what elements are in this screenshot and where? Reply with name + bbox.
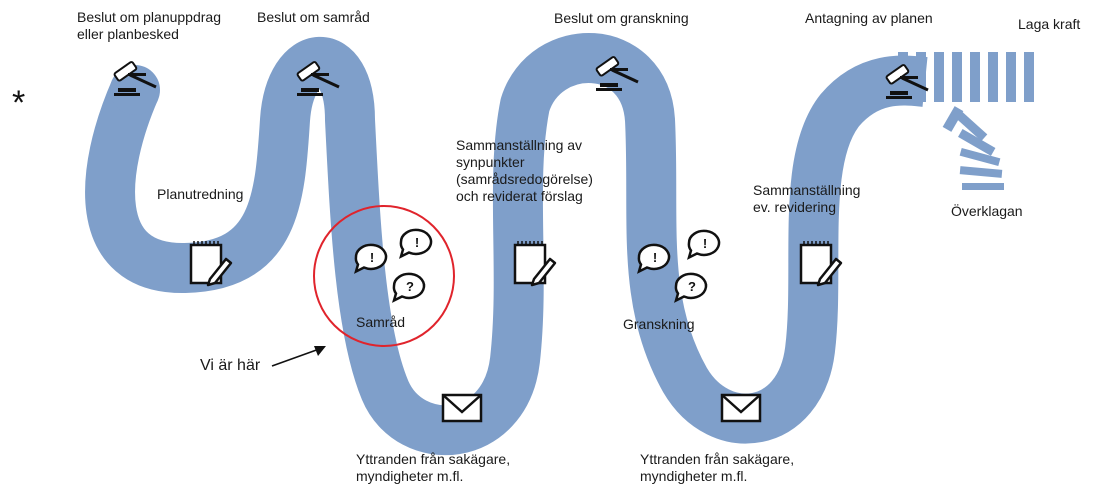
label-sammanstallning-2: Sammanställning ev. revidering — [753, 182, 861, 215]
label-laga-kraft: Laga kraft — [1018, 16, 1081, 32]
label-overklagan: Överklagan — [951, 203, 1023, 219]
label-planuppdrag: Beslut om planuppdrag eller planbesked — [77, 9, 221, 42]
bubble-mark: ! — [703, 236, 707, 251]
label-sammanstallning-1: Sammanställning av synpunkter (samrådsre… — [456, 137, 593, 204]
current-stage-circle — [313, 205, 455, 347]
arrow-icon — [271, 346, 326, 367]
bubble-mark: ! — [370, 250, 374, 265]
label-granskning: Granskning — [623, 316, 695, 332]
label-planutredning: Planutredning — [157, 186, 244, 202]
label-yttranden-2: Yttranden från sakägare, myndigheter m.f… — [640, 451, 795, 484]
label-vi-ar-har: Vi är här — [200, 357, 261, 374]
label-samrad: Samråd — [356, 314, 406, 330]
laga-kraft-stripes — [898, 52, 1034, 102]
label-yttranden-1: Yttranden från sakägare, myndigheter m.f… — [356, 451, 511, 484]
label-samrad-decision: Beslut om samråd — [257, 9, 370, 25]
notepad-icon-sammanstallning-1 — [513, 239, 557, 287]
asterisk-mark: * — [12, 84, 26, 122]
label-granskning-decision: Beslut om granskning — [554, 10, 689, 26]
envelope-icon-1 — [441, 393, 483, 423]
bubble-mark: ! — [415, 235, 419, 250]
envelope-icon-2 — [720, 393, 762, 423]
bubble-mark: ? — [688, 279, 696, 294]
bubble-mark: ! — [653, 250, 657, 265]
overklagan-stripes — [942, 106, 1004, 190]
bubble-mark: ? — [406, 279, 414, 294]
label-antagning: Antagning av planen — [805, 10, 933, 26]
